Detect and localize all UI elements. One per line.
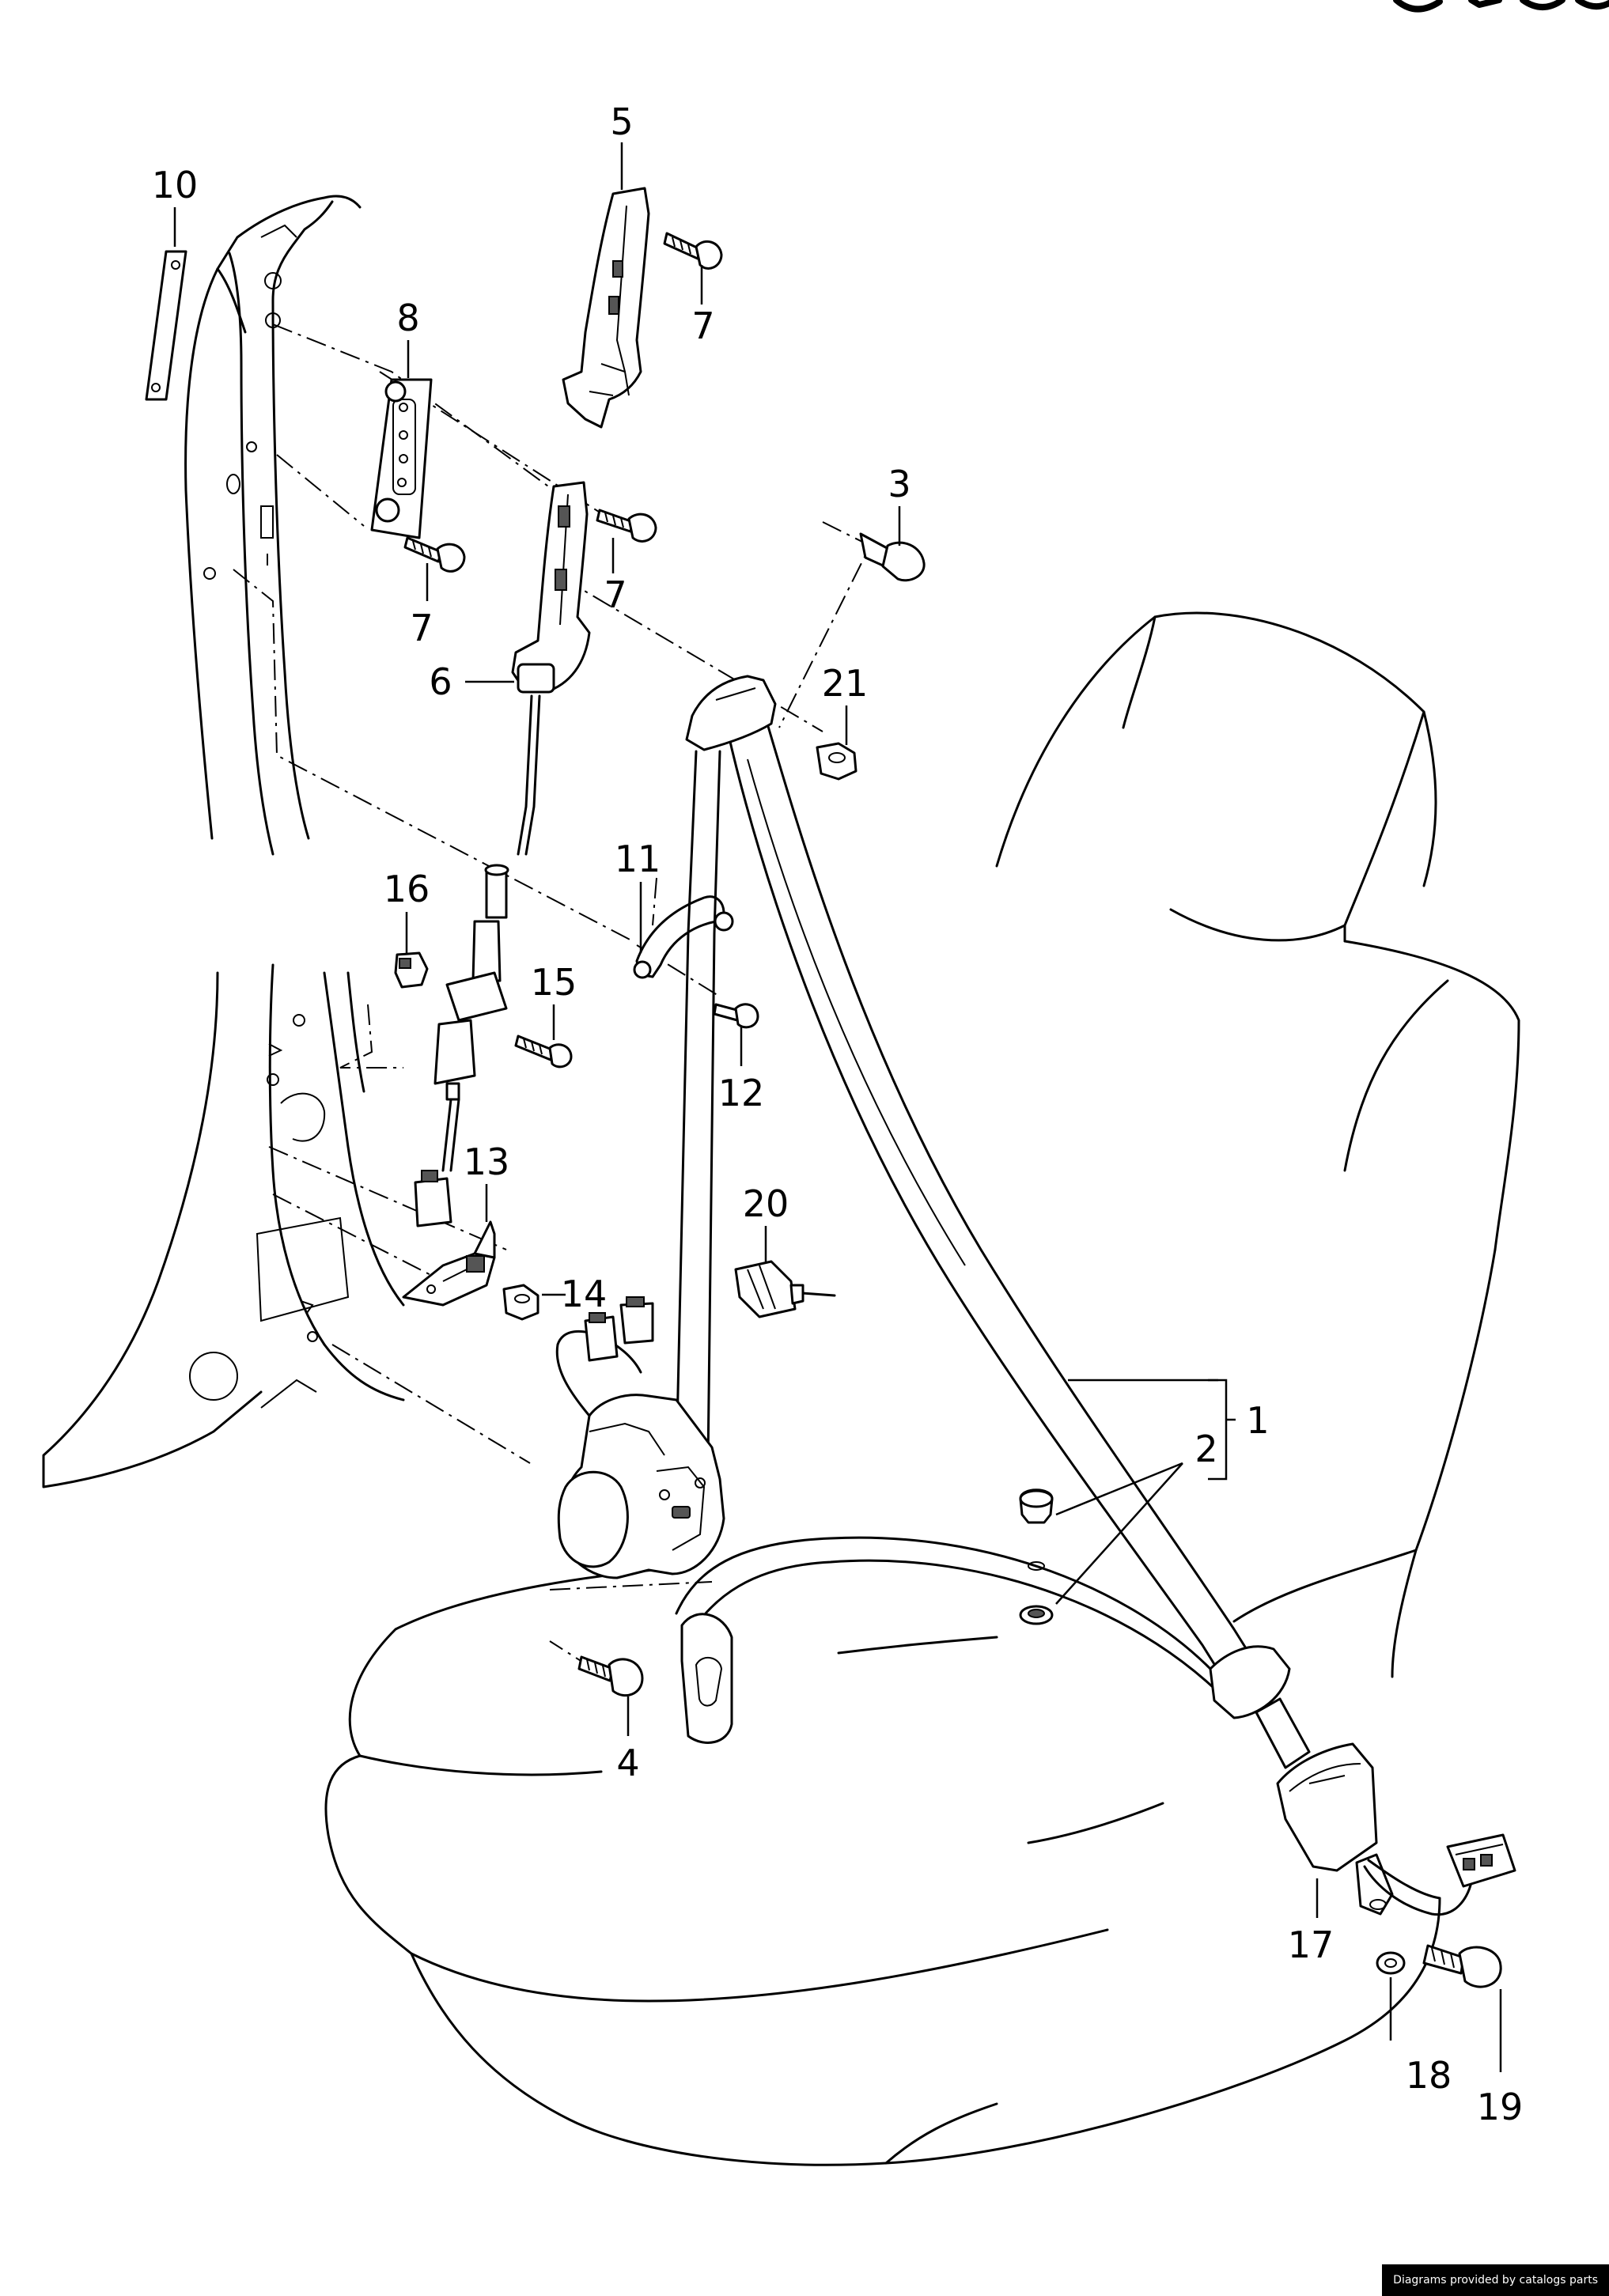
leader-lines [173, 142, 1502, 2072]
callout-11: 11 [615, 838, 661, 880]
callout-6: 6 [429, 660, 452, 703]
sensor-20 [734, 1260, 836, 1318]
bolt-3 [859, 532, 926, 582]
bolt-12 [713, 1003, 759, 1029]
bolt-19 [1422, 1944, 1502, 1988]
figure-code-fragment [1393, 0, 1609, 13]
callout-21: 21 [822, 662, 869, 705]
callout-19: 19 [1477, 2086, 1524, 2128]
nut-21 [816, 742, 858, 781]
part-5-height-adjuster [562, 187, 650, 429]
bolt-7-upper [663, 232, 723, 270]
callout-18: 18 [1406, 2054, 1452, 2097]
callout-4: 4 [616, 1742, 639, 1784]
callout-5: 5 [610, 100, 633, 143]
callout-2: 2 [1194, 1428, 1217, 1470]
nut-14 [502, 1284, 539, 1321]
callout-3: 3 [888, 463, 911, 505]
callout-10: 10 [152, 164, 199, 206]
bracket-13 [402, 1220, 496, 1307]
callout-7-center: 7 [604, 573, 627, 616]
callout-15: 15 [531, 961, 577, 1004]
clip-16 [394, 951, 429, 989]
bolt-15 [514, 1035, 573, 1069]
retractor-assembly [555, 1296, 725, 1579]
callout-8: 8 [396, 297, 419, 339]
callout-17: 17 [1288, 1923, 1335, 1966]
plug-2-parts [1019, 1488, 1054, 1625]
callout-7-left: 7 [410, 607, 433, 649]
washer-18 [1376, 1951, 1406, 1975]
watermark-badge: Diagrams provided by catalogs parts [1382, 2264, 1609, 2296]
bolt-7-center [596, 509, 657, 543]
part-11-belt-guide [633, 895, 734, 979]
seat-outline [324, 611, 1520, 2166]
bolt-7-left [403, 536, 466, 573]
belt-webbing [675, 675, 1311, 1769]
b-pillar-upper [184, 195, 362, 856]
callout-7-upper: 7 [691, 304, 714, 347]
callout-labels: 10 8 5 7 7 7 3 6 21 11 16 15 12 13 20 14… [152, 100, 1524, 2128]
buckle-17 [1276, 1742, 1516, 1916]
callout-1: 1 [1246, 1399, 1269, 1442]
part-10-trim-strip [145, 250, 187, 401]
callout-12: 12 [718, 1072, 765, 1114]
b-pillar-lower [42, 963, 405, 1488]
callout-20: 20 [743, 1182, 789, 1225]
callout-13: 13 [464, 1140, 510, 1183]
callout-16: 16 [384, 868, 430, 910]
part-6-adjuster-with-pretensioner [414, 481, 591, 1227]
part-8-anchor-plate [370, 378, 433, 539]
bolt-4 [577, 1655, 644, 1696]
callout-14: 14 [561, 1273, 608, 1315]
